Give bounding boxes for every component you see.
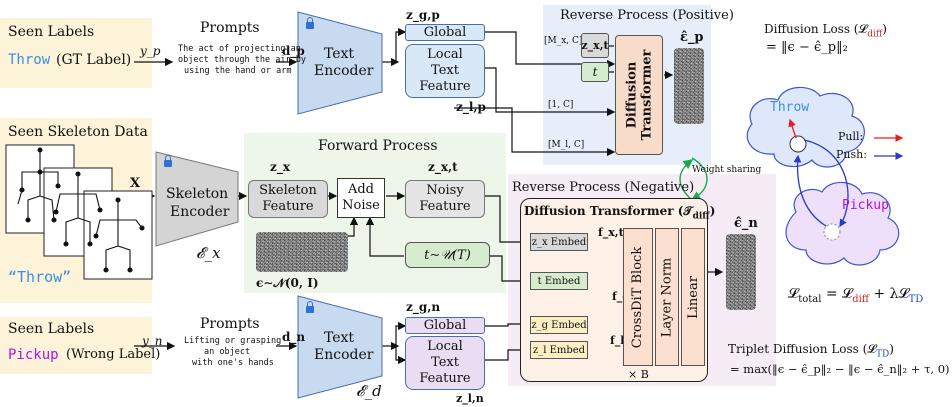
skeleton-encoder-shape xyxy=(155,151,239,247)
times-b-label: × B xyxy=(628,368,649,381)
mx-c-label: [M_x, C] xyxy=(544,36,583,46)
text-encoder-bot-l1: Text xyxy=(324,330,355,346)
prompt-bot-l3: with one's hands xyxy=(192,358,274,368)
diffusion-loss-title: Diffusion Loss (𝓛diff) xyxy=(764,22,887,40)
zxt-box-pos: z_x,t xyxy=(581,33,609,58)
y-n-symbol: y_n xyxy=(142,334,163,348)
z-g-p-symbol: z_g,p xyxy=(406,8,440,22)
dt-neg-title: Diffusion Transformer (𝒯diff) xyxy=(524,204,716,222)
linear-block: Linear xyxy=(681,228,705,366)
z-l-p-symbol: z_l,p xyxy=(456,100,486,114)
skeleton-frames xyxy=(5,144,153,280)
lock-icon xyxy=(164,155,172,167)
zxt-symbol-fwd: z_x,t xyxy=(428,160,458,174)
reverse-positive-title: Reverse Process (Positive) xyxy=(560,8,734,23)
gt-label-suffix: (GT Label) xyxy=(56,52,132,68)
zx-symbol: z_x xyxy=(270,160,290,174)
skeleton-quote-label: “Throw” xyxy=(8,268,72,286)
predicted-noise-neg xyxy=(726,234,756,310)
timestep-distribution-box: t∼𝒰(T) xyxy=(405,242,490,268)
seen-labels-top-panel xyxy=(0,18,152,88)
crossdit-block: CrossDiT Block xyxy=(623,228,653,366)
d-p-symbol: d_p xyxy=(282,44,305,58)
pull-label: Pull: xyxy=(838,130,864,143)
y-p-symbol: y_p xyxy=(140,44,161,58)
fl-symbol: f_l xyxy=(610,334,625,347)
reverse-negative-title: Reverse Process (Negative) xyxy=(512,180,695,195)
seen-labels-bot-title: Seen Labels xyxy=(8,321,95,337)
throw-cloud xyxy=(746,86,865,168)
prompt-top-l2: object through the air by xyxy=(178,55,306,65)
d-n-symbol: d_n xyxy=(282,330,306,344)
layer-norm-block: Layer Norm xyxy=(655,228,679,366)
skeleton-encoder-l1: Skeleton xyxy=(166,186,229,202)
pickup-cloud-label: Pickup xyxy=(842,198,889,213)
global-feature-bot: Global xyxy=(405,317,485,334)
text-encoder-bot-shape xyxy=(297,295,383,399)
text-encoder-top-l2: Encoder xyxy=(314,63,374,79)
prompt-bot-l2: an object xyxy=(204,347,251,357)
total-loss: 𝓛total = 𝓛diff + λ𝓛TD xyxy=(788,286,924,305)
weight-sharing-label: Weight sharing xyxy=(692,165,762,175)
one-c-label: [1, C] xyxy=(548,100,574,110)
throw-cloud-label: Throw xyxy=(770,100,810,115)
prompt-top-l1: The act of projecting an xyxy=(178,44,301,54)
seen-labels-bot-panel xyxy=(0,317,152,374)
prompts-top-title: Prompts xyxy=(200,20,260,36)
triplet-loss-eq: = max(‖ϵ − ϵ̂_p‖₂ − ‖ϵ − ϵ̂_n‖₂ + τ, 0) xyxy=(730,362,950,376)
prompt-bot-l1: Lifting or grasping xyxy=(184,336,282,346)
fxt-symbol: f_x,t xyxy=(598,226,624,239)
skeleton-encoder-symbol: 𝓔_x xyxy=(196,244,221,262)
zl-embed-box: z_l Embed xyxy=(530,341,588,359)
forward-process-title: Forward Process xyxy=(318,138,438,154)
wrong-label-pickup: Pickup xyxy=(8,347,59,363)
eps-hat-n: ϵ̂_n xyxy=(734,216,758,231)
ml-c-label: [M_l, C] xyxy=(548,140,585,150)
pickup-cloud xyxy=(785,181,900,266)
zx-embed-box: z_x Embed xyxy=(530,233,588,251)
prompt-top-l3: using the hand or arm xyxy=(184,66,292,76)
noise-distribution: ϵ∼𝒩(0, I) xyxy=(256,276,319,290)
t-box-pos: t xyxy=(581,62,609,82)
push-label: Push: xyxy=(836,148,867,161)
diffusion-loss-eq: = ‖ϵ − ϵ̂_p‖₂ xyxy=(766,40,848,55)
lock-icon xyxy=(306,17,314,29)
x-symbol: X xyxy=(130,176,141,191)
eps-hat-p: ε̂_p xyxy=(680,30,704,45)
wrong-label-suffix: (Wrong Label) xyxy=(66,347,161,362)
zg-embed-box: z_g Embed xyxy=(530,316,588,334)
predicted-noise-pos xyxy=(674,48,704,124)
global-feature-top: Global xyxy=(405,24,485,41)
text-encoder-top-l1: Text xyxy=(324,46,355,62)
prompts-bot-title: Prompts xyxy=(200,316,260,332)
skeleton-data-title: Seen Skeleton Data xyxy=(8,124,148,140)
text-encoder-top-shape xyxy=(297,11,383,115)
text-encoder-bot-symbol: 𝓔_d xyxy=(356,382,382,400)
lock-icon xyxy=(306,301,314,313)
t-embed-box: t Embed xyxy=(530,272,588,290)
triplet-loss-title: Triplet Diffusion Loss (𝓛TD) xyxy=(728,342,894,360)
z-l-n-symbol: z_l,n xyxy=(456,392,484,405)
seen-labels-top-title: Seen Labels xyxy=(8,24,95,40)
gaussian-noise-image xyxy=(256,232,348,272)
z-g-n-symbol: z_g,n xyxy=(406,300,441,314)
text-encoder-bot-l2: Encoder xyxy=(314,347,374,363)
gt-label-throw: Throw xyxy=(8,52,51,68)
skeleton-encoder-l2: Encoder xyxy=(170,204,230,220)
